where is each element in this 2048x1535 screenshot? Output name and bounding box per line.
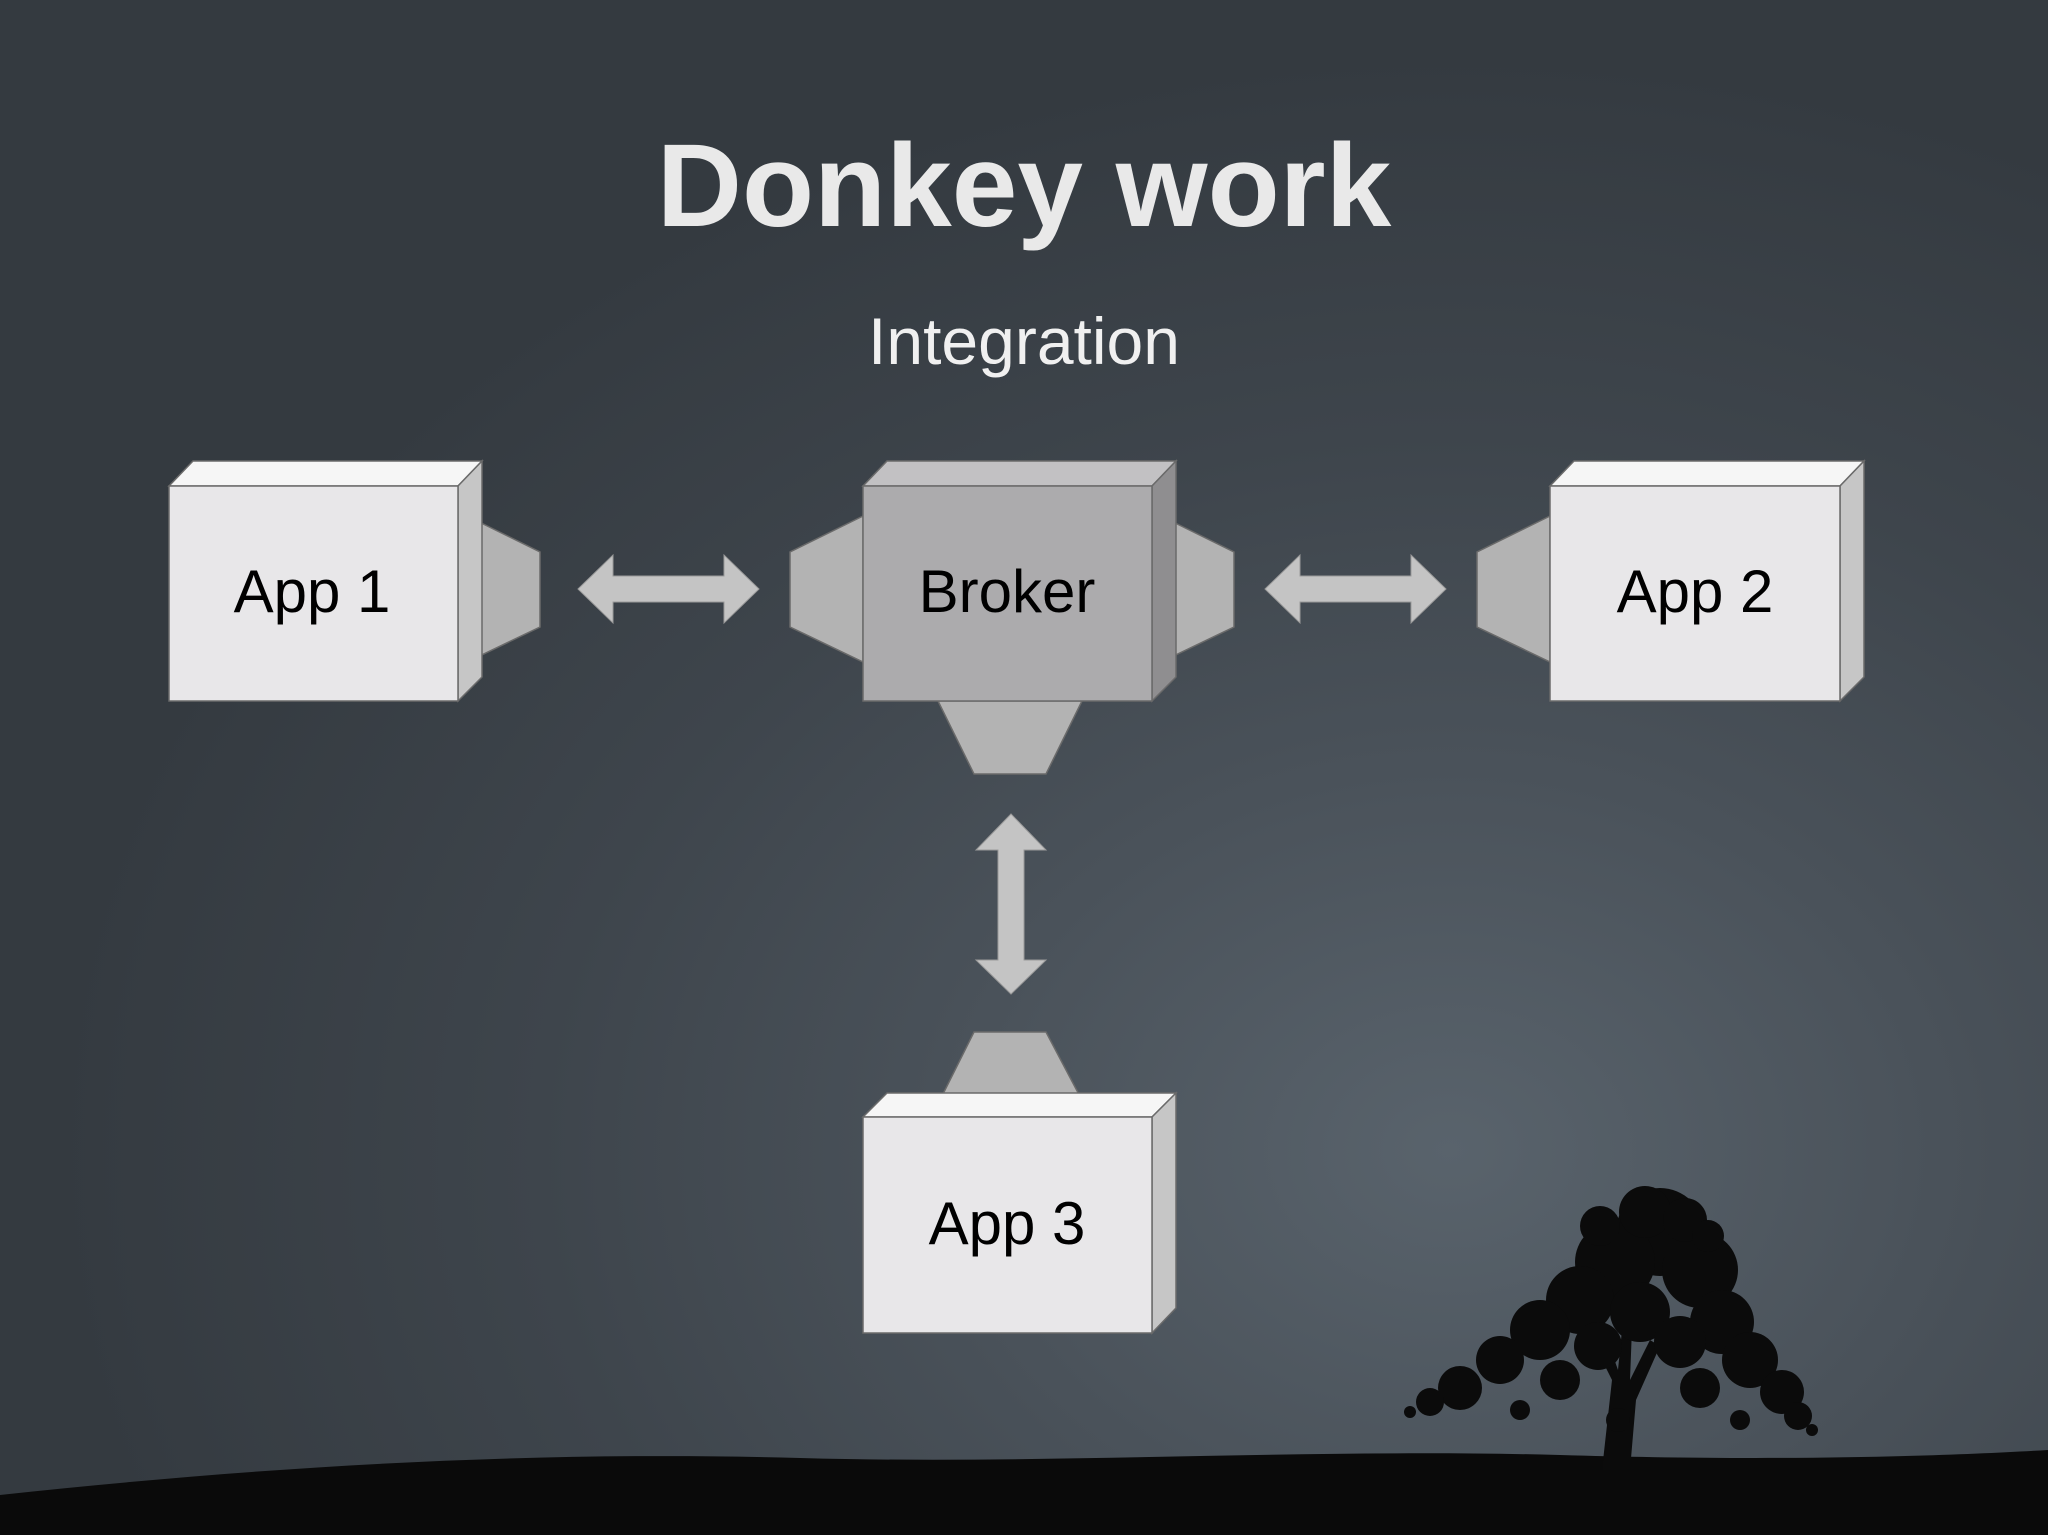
ground-hill — [0, 1450, 2048, 1535]
app1-box-top — [167, 460, 484, 487]
app3-label: App 3 — [929, 1190, 1086, 1257]
broker-bottom-connector — [936, 700, 1084, 775]
broker-node: Broker — [789, 459, 1235, 775]
broker-label: Broker — [919, 558, 1096, 625]
app2-label: App 2 — [1617, 558, 1774, 625]
bidirectional-arrow-app1-broker — [577, 553, 760, 625]
slide-title: Donkey work — [656, 120, 1392, 252]
app2-connector — [1476, 514, 1551, 664]
app3-box-side — [1151, 1091, 1177, 1335]
broker-box-top — [861, 460, 1178, 487]
app1-node: App 1 — [167, 459, 541, 703]
app1-box-side — [457, 459, 483, 703]
app2-box-side — [1839, 459, 1865, 703]
broker-box-side — [1151, 459, 1177, 703]
app2-box-top — [1548, 460, 1866, 487]
app1-box-front — [168, 485, 459, 702]
app1-label: App 1 — [234, 558, 391, 625]
bidirectional-arrow-broker-app2 — [1264, 553, 1447, 625]
app2-box-front — [1549, 485, 1841, 702]
tree-silhouette — [1404, 1186, 1818, 1470]
broker-box-front — [862, 485, 1153, 702]
broker-left-connector — [789, 514, 864, 664]
app2-node: App 2 — [1476, 459, 1866, 703]
slide-subtitle: Integration — [868, 304, 1180, 378]
bidirectional-arrow-broker-app3 — [974, 813, 1048, 995]
app3-box-top — [861, 1092, 1178, 1118]
app3-box-front — [862, 1116, 1153, 1334]
app3-node: App 3 — [861, 1031, 1178, 1335]
